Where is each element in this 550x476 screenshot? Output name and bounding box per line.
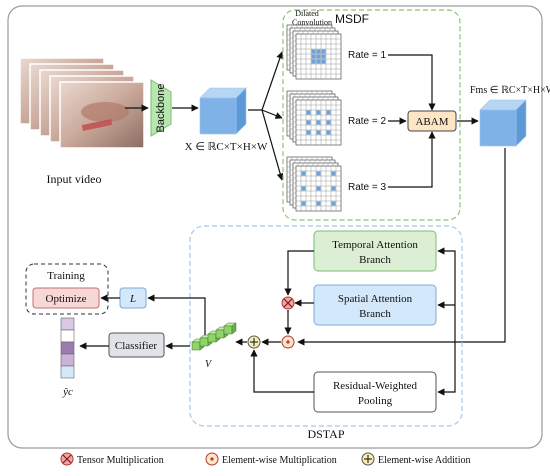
rate-2-label: Rate = 2 (348, 116, 387, 127)
kernel-cell (311, 59, 316, 64)
msdf-title: MSDF (335, 12, 369, 26)
output-score-cell (60, 317, 75, 331)
kernel-cell (321, 54, 326, 59)
classifier-box (108, 332, 165, 358)
element-wise-multiplication-icon (281, 335, 295, 349)
kernel-cell (331, 186, 336, 191)
residual-label-line2: Pooling (358, 395, 393, 407)
arrow-rate3-abam (388, 131, 436, 188)
feature-cube-x (199, 87, 247, 135)
input-video-frames (19, 57, 145, 149)
optimize-label: Optimize (46, 293, 87, 305)
arrow-fms-to-dstap (297, 148, 506, 346)
temporal-label-line2: Branch (359, 254, 391, 266)
legend-elemmult-label: Element-wise Multiplication (222, 455, 337, 466)
rate-1-label: Rate = 1 (348, 50, 387, 61)
kernel-cell (306, 130, 311, 135)
kernel-cell (326, 110, 331, 115)
tensor-multiplication-icon (281, 296, 295, 310)
arrow-rate1-abam (388, 54, 436, 111)
dilated-label-line2: Convolution (292, 18, 332, 27)
arrow-x-rate3 (261, 109, 284, 181)
legend-tensor-icon (60, 452, 74, 466)
legend: Tensor Multiplication Element-wise Multi… (60, 452, 471, 466)
kernel-cell (301, 186, 306, 191)
loss-label: L (129, 293, 136, 305)
dilated-conv-grids (286, 24, 342, 212)
kernel-cell (316, 201, 321, 206)
dstap-title: DSTAP (307, 427, 344, 441)
element-wise-addition-icon (247, 335, 261, 349)
kernel-cell (326, 120, 331, 125)
output-score-cell (60, 353, 75, 367)
kernel-cell (301, 171, 306, 176)
legend-add-label: Element-wise Addition (378, 455, 471, 466)
output-score-cell (60, 365, 75, 379)
kernel-cell (306, 110, 311, 115)
kernel-cell (321, 59, 326, 64)
dstap-box (189, 225, 463, 427)
training-title: Training (47, 270, 85, 282)
output-scores (60, 317, 75, 379)
arrow-vector-loss (147, 294, 206, 335)
dilated-grid-stack-rate-3 (286, 156, 342, 212)
kernel-cell (316, 186, 321, 191)
output-label: ŷc (62, 386, 73, 398)
kernel-cell (301, 201, 306, 206)
input-video-label: Input video (47, 172, 102, 186)
dilated-label-line1: Dilated (295, 9, 319, 18)
abam-box (407, 110, 457, 132)
arrow-feed-residual (437, 342, 456, 396)
kernel-cell (311, 54, 316, 59)
vector-v-label: V (205, 359, 213, 370)
feature-fms-label: Fms ∈ ℝC×T×H×W (470, 85, 550, 96)
spatial-label-line2: Branch (359, 308, 391, 320)
kernel-cell (331, 171, 336, 176)
kernel-cell (316, 54, 321, 59)
output-score-cell (60, 329, 75, 343)
vector-cell (191, 341, 201, 351)
optimize-box (32, 287, 100, 309)
temporal-label-line1: Temporal Attention (332, 239, 418, 251)
dilated-grid-stack-rate-1 (286, 24, 342, 80)
vector-cell (215, 329, 225, 339)
arrow-x-rate2 (261, 109, 283, 119)
vector-v (191, 322, 237, 351)
feature-x-label: X ∈ ℝC×T×H×W (185, 141, 268, 153)
kernel-cell (316, 120, 321, 125)
kernel-cell (316, 130, 321, 135)
kernel-cell (326, 130, 331, 135)
kernel-cell (331, 201, 336, 206)
kernel-cell (316, 59, 321, 64)
rate-3-label: Rate = 3 (348, 182, 387, 193)
vector-cell (199, 337, 209, 347)
kernel-cell (311, 49, 316, 54)
classifier-label: Classifier (115, 340, 157, 352)
arrow-residual-add (250, 349, 314, 393)
backbone-label: Backbone (155, 84, 167, 133)
vector-cell (223, 325, 233, 335)
spatial-attention-branch (313, 284, 437, 326)
output-score-cell (60, 341, 75, 355)
legend-add-icon (361, 452, 375, 466)
kernel-cell (306, 120, 311, 125)
kernel-cell (316, 49, 321, 54)
kernel-cell (316, 171, 321, 176)
dilated-grid-stack-rate-2 (286, 90, 342, 146)
residual-label-line1: Residual-Weighted (333, 380, 418, 392)
abam-label: ABAM (415, 116, 448, 128)
arrow-temporal-tensormult (284, 250, 314, 296)
spatial-label-line1: Spatial Attention (338, 293, 413, 305)
legend-elemmult-icon (205, 452, 219, 466)
kernel-cell (316, 110, 321, 115)
backbone-block (150, 79, 172, 137)
kernel-cell (321, 49, 326, 54)
arrow-feed-temporal (437, 247, 456, 342)
feature-cube-fms (479, 99, 527, 147)
vector-cell (207, 333, 217, 343)
legend-tensor-label: Tensor Multiplication (77, 455, 164, 466)
